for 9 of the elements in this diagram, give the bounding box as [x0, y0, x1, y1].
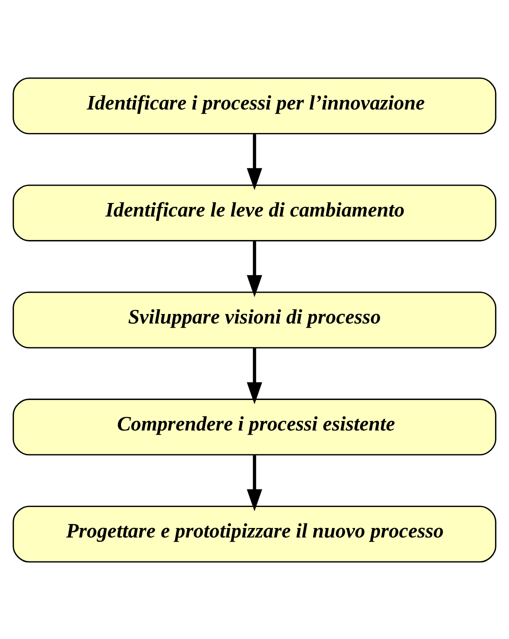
arrow	[246, 240, 262, 297]
arrow	[246, 348, 262, 404]
arrow	[246, 134, 262, 190]
node-box: Identificare i processi per l’innovazione	[12, 77, 496, 134]
node-box: Comprendere i processi esistente	[12, 398, 496, 455]
node-box: Sviluppare visioni di processo	[12, 291, 496, 348]
arrow	[246, 454, 262, 511]
node-box: Identificare le leve di cambiamento	[12, 184, 496, 241]
node-box: Progettare e prototipizzare il nuovo processo	[12, 505, 496, 562]
